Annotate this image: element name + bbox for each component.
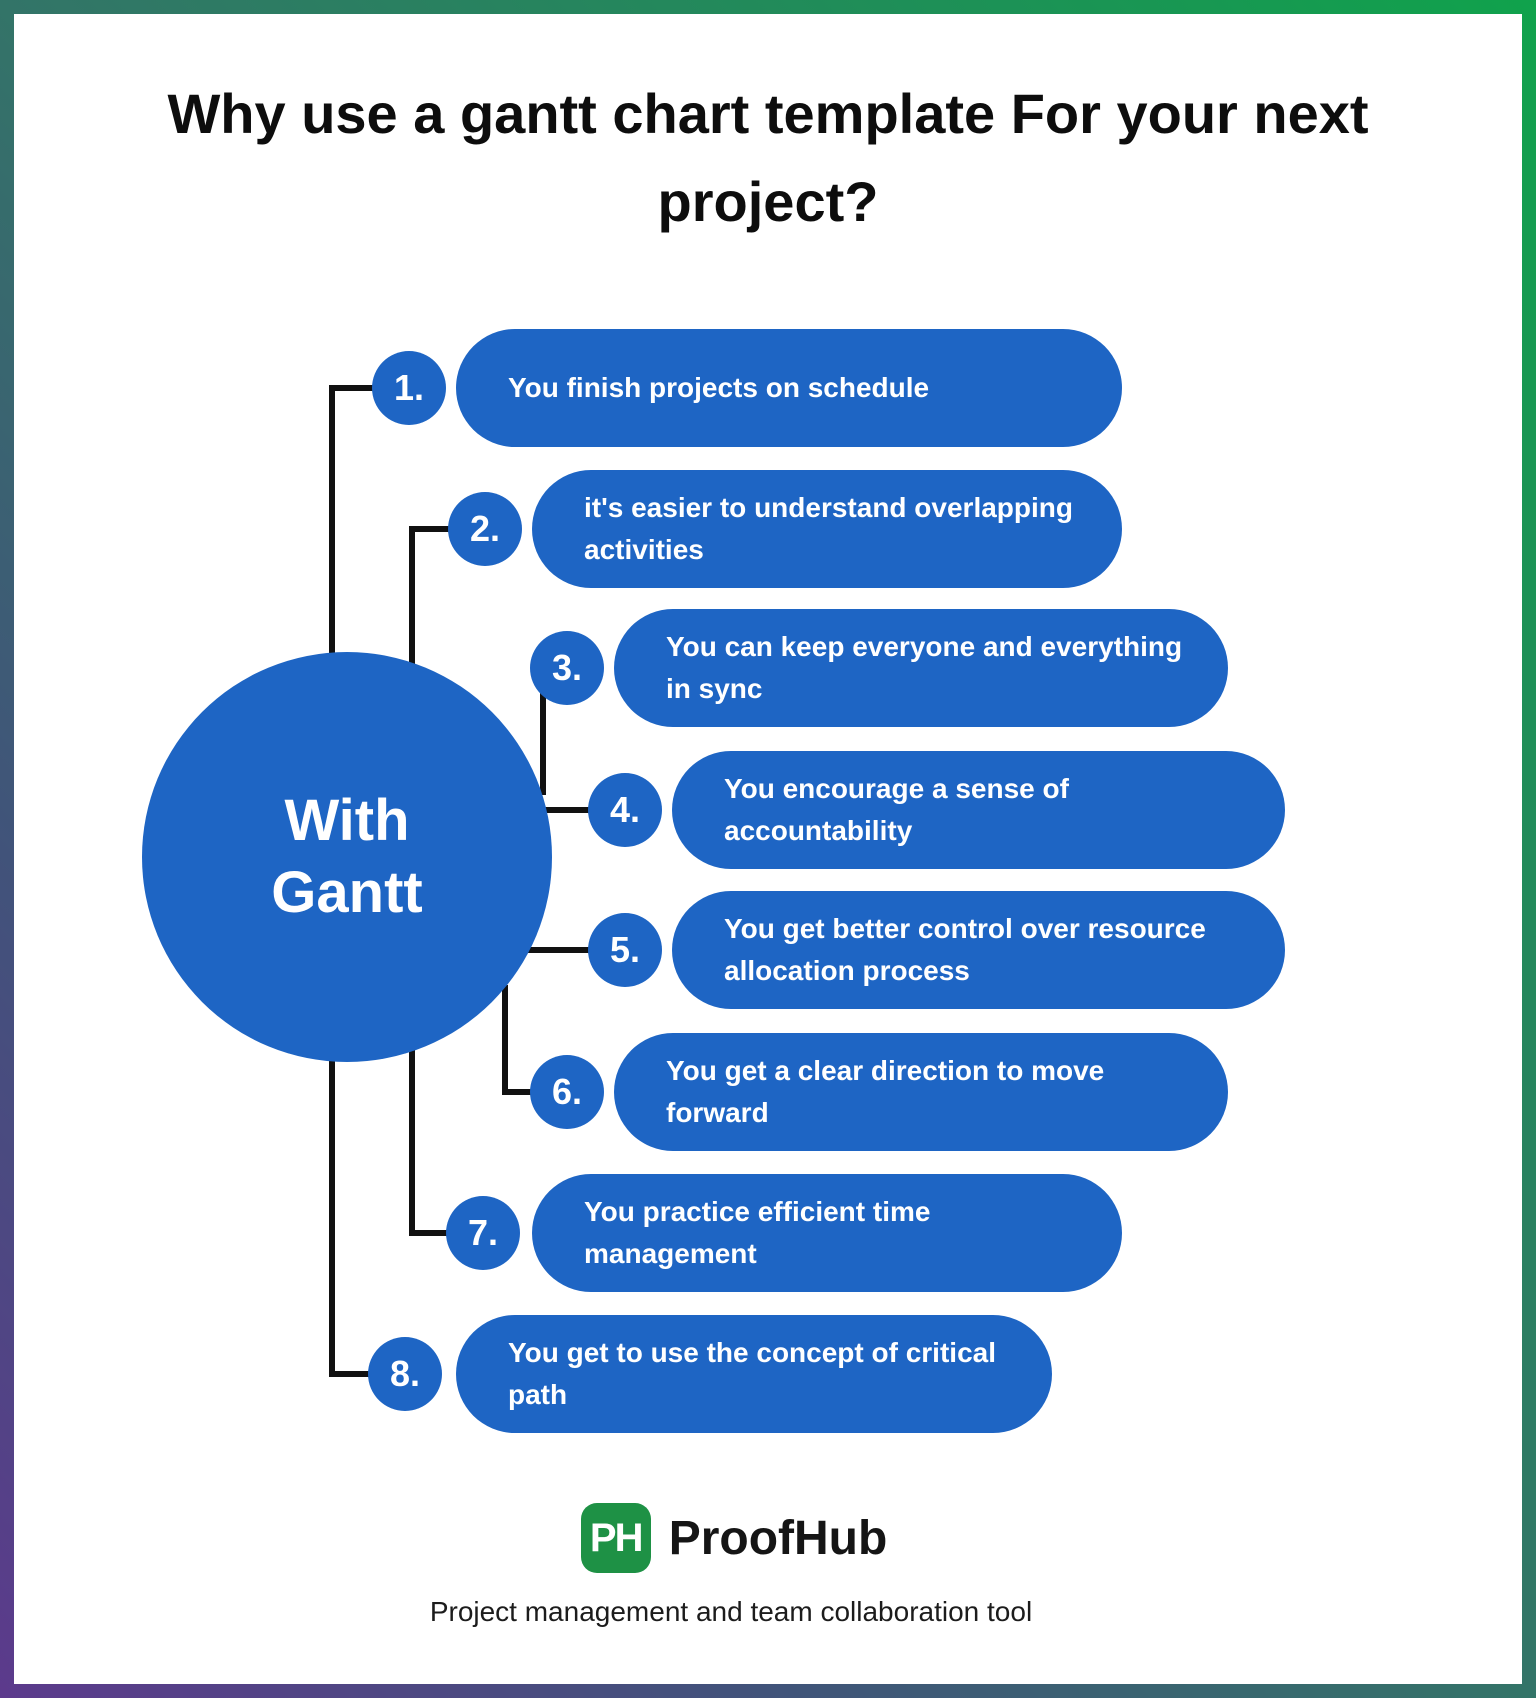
benefit-pill: You can keep everyone and everything in … <box>614 609 1228 727</box>
connector-7 <box>409 1040 452 1236</box>
brand-tagline: Project management and team collaboratio… <box>429 1596 1033 1627</box>
benefit-number-badge: 2. <box>448 492 522 566</box>
central-node: With Gantt <box>142 652 552 1062</box>
benefit-number-badge: 7. <box>446 1196 520 1270</box>
benefit-number-badge: 8. <box>368 1337 442 1411</box>
connector-2 <box>409 526 452 668</box>
benefit-pill: You get to use the concept of critical p… <box>456 1315 1052 1433</box>
benefit-text: You practice efficient time management <box>584 1196 931 1269</box>
benefit-text: You get to use the concept of critical p… <box>508 1337 996 1410</box>
central-node-label: With Gantt <box>271 788 423 925</box>
badge-label: 1. <box>393 367 425 408</box>
benefit-number-badge: 4. <box>588 773 662 847</box>
badge-label: 8. <box>389 1353 421 1394</box>
benefit-text: You can keep everyone and everything in … <box>666 631 1183 704</box>
logo-monogram: PH <box>589 1515 644 1560</box>
benefit-text: You get a clear direction to move forwar… <box>666 1055 1105 1128</box>
benefit-number-badge: 1. <box>372 351 446 425</box>
badge-label: 6. <box>551 1071 583 1112</box>
footer-logo-row: PH ProofHub <box>0 1503 1468 1573</box>
badge-label: 5. <box>609 929 641 970</box>
benefit-text: You encourage a sense of accountability <box>724 773 1069 846</box>
benefit-text: You get better control over resource all… <box>724 913 1206 986</box>
badge-label: 2. <box>469 508 501 549</box>
benefit-number-badge: 6. <box>530 1055 604 1129</box>
benefit-pill: You encourage a sense of accountability <box>672 751 1285 869</box>
benefit-text: it's easier to understand overlapping ac… <box>584 492 1073 565</box>
badge-label: 4. <box>609 789 641 830</box>
connector-8 <box>329 1050 374 1377</box>
benefit-pill: You get a clear direction to move forwar… <box>614 1033 1228 1151</box>
benefit-pill: You get better control over resource all… <box>672 891 1285 1009</box>
brand-name: ProofHub <box>668 1511 888 1565</box>
benefit-pill: it's easier to understand overlapping ac… <box>532 470 1122 588</box>
benefit-text: You finish projects on schedule <box>508 372 930 403</box>
benefit-number-badge: 3. <box>530 631 604 705</box>
badge-label: 3. <box>551 647 583 688</box>
page-title: Why use a gantt chart template For your … <box>167 82 1369 233</box>
connector-1 <box>329 385 374 665</box>
proofhub-logo-icon: PH <box>580 1503 651 1573</box>
badge-label: 7. <box>467 1212 499 1253</box>
benefit-pill: You practice efficient time management <box>532 1174 1122 1292</box>
benefit-number-badge: 5. <box>588 913 662 987</box>
benefit-pill: You finish projects on schedule <box>456 329 1122 447</box>
